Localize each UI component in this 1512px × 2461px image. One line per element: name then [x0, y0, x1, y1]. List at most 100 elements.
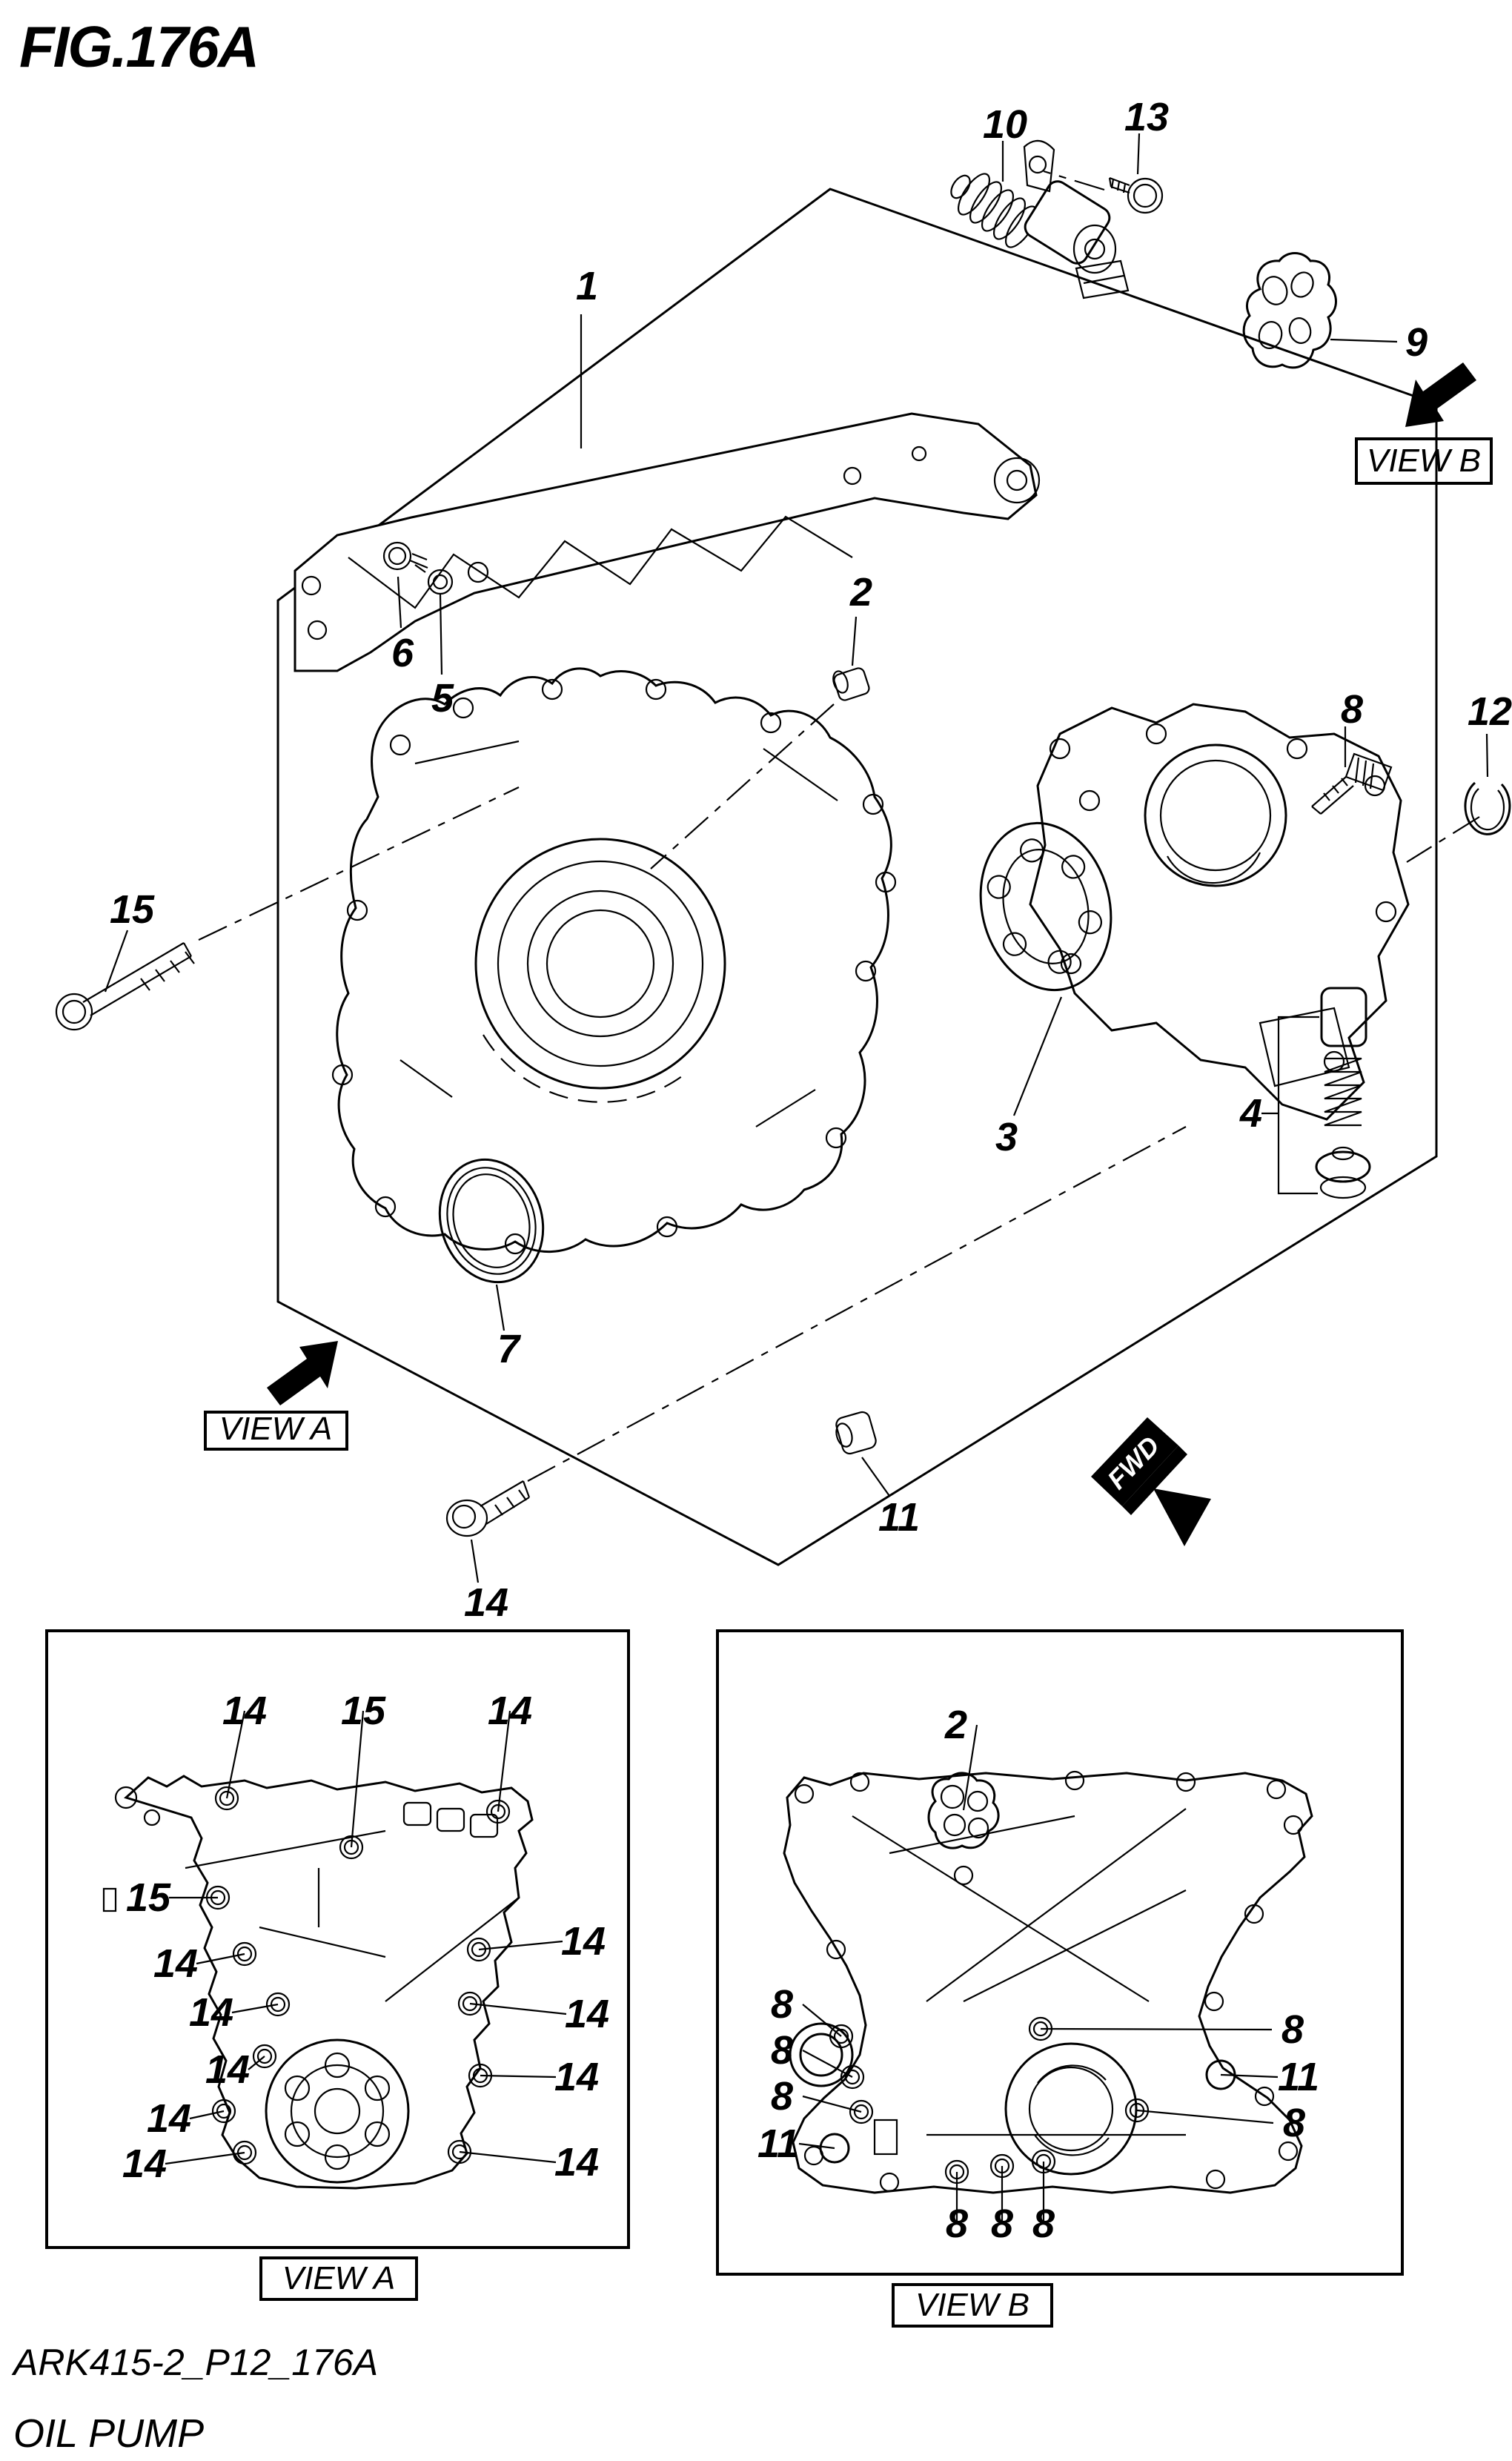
fwd-arrow-icon: FWD: [1091, 1417, 1211, 1546]
bolt-hole-inner: [472, 2067, 488, 2084]
bolt-hole-inner: [236, 1946, 253, 1962]
view-b-callout-8: 8: [1283, 2101, 1305, 2145]
bolt-hole-inner: [1032, 2021, 1049, 2037]
view-a-callout-14: 14: [565, 1992, 609, 2036]
leader-line: [798, 2142, 835, 2150]
leader-line: [104, 930, 129, 993]
part-callout-9: 9: [1405, 320, 1428, 365]
part-callout-3: 3: [995, 1115, 1018, 1159]
bolt-hole-inner: [853, 2104, 869, 2120]
leader-line: [470, 1539, 480, 1583]
part-callout-5: 5: [431, 676, 454, 721]
bolt-hole-inner: [471, 1941, 487, 1958]
leader-line: [861, 1457, 890, 1497]
bolt-hole: [252, 2044, 277, 2069]
bolt-hole-inner: [1035, 2153, 1052, 2170]
leader-line: [469, 2002, 567, 2015]
leader-line: [1330, 338, 1398, 343]
view-a-arrow-icon: [267, 1341, 338, 1405]
leader-line: [459, 2150, 557, 2164]
leader-line: [851, 616, 858, 666]
view-a-box: [45, 1629, 630, 2249]
bolt-hole: [211, 2099, 236, 2124]
view-a-callout-14: 14: [189, 1990, 233, 2035]
snap-ring-part-12: [1464, 781, 1511, 835]
view-a-callout-14: 14: [205, 2047, 250, 2092]
view-a-callout-14: 14: [554, 2140, 599, 2185]
bolt-hole: [457, 1991, 483, 2016]
center-line: [198, 786, 520, 941]
view-b-caption-box: VIEW B: [892, 2283, 1053, 2328]
leader-line: [1136, 2109, 1274, 2124]
view-b-tag-top: VIEW B: [1355, 437, 1493, 485]
view-a-callout-14: 14: [122, 2142, 167, 2186]
gasket-part-9: [1242, 252, 1337, 369]
footer-part-name: OIL PUMP: [13, 2411, 205, 2456]
bolt-hole: [205, 1885, 231, 1910]
leader-line: [1040, 2027, 1273, 2031]
part-callout-6: 6: [391, 631, 414, 675]
leader-line: [231, 2003, 279, 2014]
bolt-hole: [1031, 2149, 1056, 2174]
view-b-callout-8: 8: [771, 2074, 793, 2119]
bolt-hole-inner: [210, 1889, 226, 1906]
bolt-hole: [214, 1786, 239, 1811]
leader-line: [1220, 2073, 1279, 2079]
leader-line: [495, 1284, 505, 1331]
view-b-caption: VIEW B: [915, 2287, 1029, 2323]
leader-line: [225, 1710, 246, 1799]
bolt-hole-inner: [451, 2144, 468, 2160]
pump-rotor-part-3: [979, 821, 1113, 992]
timing-cover: [331, 667, 897, 1255]
bolt-hole: [447, 2139, 472, 2164]
view-a-tag-main: VIEW A: [204, 1411, 348, 1451]
bolt-hole: [840, 2064, 865, 2090]
bolt-positions: [205, 1786, 1236, 2185]
view-b-callout-8: 8: [1281, 2007, 1304, 2052]
bolt-hole: [265, 1992, 291, 2017]
bolt-hole-inner: [236, 2144, 253, 2161]
part-callout-7: 7: [497, 1327, 522, 1371]
dowel-pin-part-11: [835, 1411, 877, 1455]
center-lines: [198, 170, 1480, 1482]
leader-line: [1012, 996, 1063, 1116]
oil-seal-part-7: [438, 1158, 545, 1284]
footer-code: ARK415-2_P12_176A: [13, 2342, 379, 2383]
part-callout-10: 10: [983, 102, 1027, 147]
leader-line: [802, 2095, 862, 2113]
bolt-hole-inner: [833, 2028, 849, 2044]
leader-line: [439, 594, 443, 675]
view-b-callout-2: 2: [944, 1703, 967, 1747]
center-line: [650, 703, 835, 870]
view-a-caption: VIEW A: [282, 2260, 395, 2296]
view-a-callout-15: 15: [126, 1875, 171, 1920]
leader-line: [478, 1940, 563, 1951]
bolt-part-6: [382, 541, 428, 573]
dowel-hole: [819, 2133, 850, 2164]
bolt-hole: [232, 1941, 257, 1967]
center-line: [527, 1126, 1187, 1482]
washer-part-5: [427, 569, 454, 595]
bolt-hole: [944, 2159, 969, 2185]
view-b-tag-label: VIEW B: [1367, 443, 1481, 479]
leader-line: [480, 2074, 557, 2079]
bolt-part-8: [1311, 752, 1393, 815]
view-a-callout-14: 14: [554, 2055, 599, 2099]
leader-line: [397, 576, 402, 629]
bolt-hole-inner: [949, 2164, 965, 2180]
view-a-callout-15: 15: [341, 1689, 386, 1733]
bolt-hole-inner: [256, 2048, 273, 2064]
figure-title: FIG.176A: [19, 14, 259, 79]
bolt-hole: [829, 2024, 854, 2049]
bolt-hole-inner: [462, 1995, 478, 2012]
view-b-callout-11: 11: [757, 2122, 799, 2166]
bolt-hole-inner: [216, 2103, 232, 2119]
bolt-hole-inner: [844, 2069, 861, 2085]
bolt-hole: [468, 2063, 493, 2088]
part-callout-8: 8: [1341, 687, 1363, 732]
leader-line: [497, 1710, 511, 1812]
bolt-hole-inner: [490, 1803, 506, 1820]
